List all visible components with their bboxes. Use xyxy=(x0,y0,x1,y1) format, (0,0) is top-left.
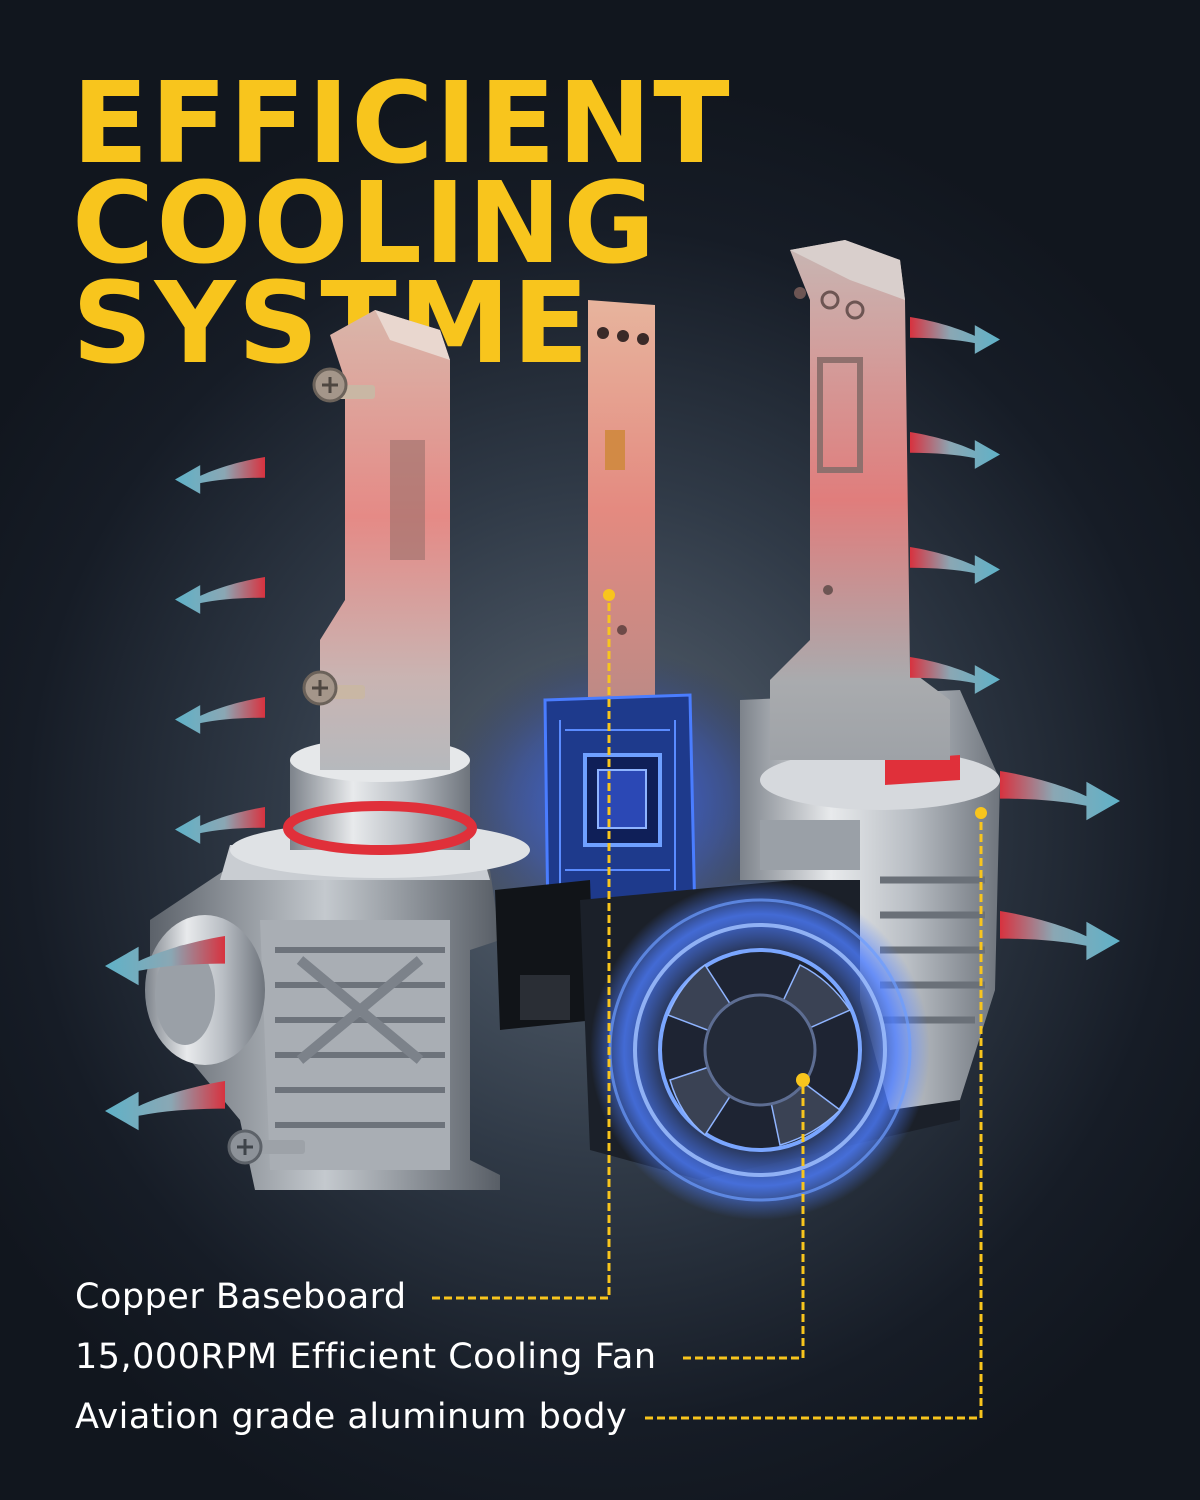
airflow-arrow-icon xyxy=(910,432,1000,469)
screw-icon xyxy=(312,367,375,403)
callout-copper-baseboard: Copper Baseboard xyxy=(75,1277,407,1317)
cooling-fan-icon xyxy=(590,880,930,1220)
callout-aluminum-body: Aviation grade aluminum body xyxy=(75,1397,628,1437)
airflow-arrow-icon xyxy=(910,317,1000,354)
copper-baseboard xyxy=(588,300,655,720)
led-chip-icon xyxy=(605,430,625,470)
headline: EFFICIENT COOLING SYSTME xyxy=(72,59,1200,389)
screw-icon xyxy=(302,670,365,706)
callout-dot-body xyxy=(975,807,987,819)
airflow-arrow-icon xyxy=(175,577,265,614)
right-seal-ring xyxy=(885,755,960,785)
headline-line-2: SYSTME xyxy=(72,259,591,389)
callout-dot-fan xyxy=(796,1073,810,1087)
airflow-arrow-icon xyxy=(1000,911,1120,961)
callout-lines xyxy=(432,595,983,1420)
left-bulb xyxy=(145,310,530,1190)
left-seal-ring xyxy=(283,801,477,855)
airflow-arrow-icon xyxy=(1000,771,1120,821)
airflow-arrow-icon xyxy=(105,1081,225,1131)
screw-icon xyxy=(227,1129,305,1165)
airflow-arrow-icon xyxy=(175,457,265,494)
airflow-arrow-icon xyxy=(175,697,265,734)
callout-cooling-fan: 15,000RPM Efficient Cooling Fan xyxy=(75,1337,657,1377)
callout-dot-copper xyxy=(603,589,615,601)
headline-line-1: EFFICIENT COOLING xyxy=(72,59,732,289)
airflow-arrow-icon xyxy=(910,547,1000,584)
